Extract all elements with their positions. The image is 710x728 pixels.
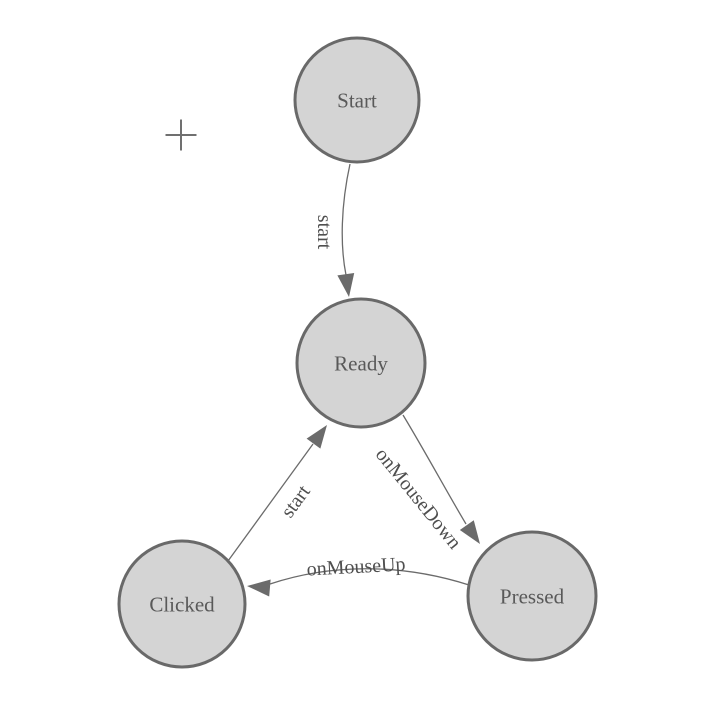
state-node-pressed[interactable]: Pressed xyxy=(466,530,598,662)
crosshair-cursor-icon xyxy=(165,119,197,151)
edge-line-ready-to-pressed[interactable] xyxy=(402,414,467,525)
transition-edge-clicked-to-ready[interactable]: start xyxy=(227,425,327,562)
edge-arrowhead-start-to-ready xyxy=(337,273,355,297)
transition-edge-pressed-to-clicked[interactable]: onMouseUp xyxy=(247,553,470,597)
node-label-pressed: Pressed xyxy=(500,584,565,608)
edge-line-start-to-ready[interactable] xyxy=(341,163,351,276)
node-label-start: Start xyxy=(337,88,377,112)
state-node-start[interactable]: Start xyxy=(293,36,421,164)
edge-arrowhead-pressed-to-clicked xyxy=(247,579,271,597)
edge-label-pressed-to-clicked: onMouseUp xyxy=(306,553,406,580)
transition-edge-ready-to-pressed[interactable]: onMouseDown xyxy=(371,414,480,553)
state-node-circle-pressed[interactable] xyxy=(466,530,598,662)
state-node-circle-ready[interactable] xyxy=(295,297,427,429)
state-node-clicked[interactable]: Clicked xyxy=(117,539,247,669)
edge-line-clicked-to-ready[interactable] xyxy=(227,443,314,562)
transition-edge-start-to-ready[interactable]: start xyxy=(313,163,355,297)
state-node-circle-clicked[interactable] xyxy=(117,539,247,669)
node-label-ready: Ready xyxy=(334,351,388,375)
edge-line-pressed-to-clicked[interactable] xyxy=(269,568,470,586)
state-node-ready[interactable]: Ready xyxy=(295,297,427,429)
state-node-circle-start[interactable] xyxy=(293,36,421,164)
edge-label-start-to-ready: start xyxy=(313,215,335,250)
edge-arrowhead-clicked-to-ready xyxy=(306,425,327,449)
node-label-clicked: Clicked xyxy=(149,592,215,616)
edge-arrowhead-ready-to-pressed xyxy=(459,520,480,544)
